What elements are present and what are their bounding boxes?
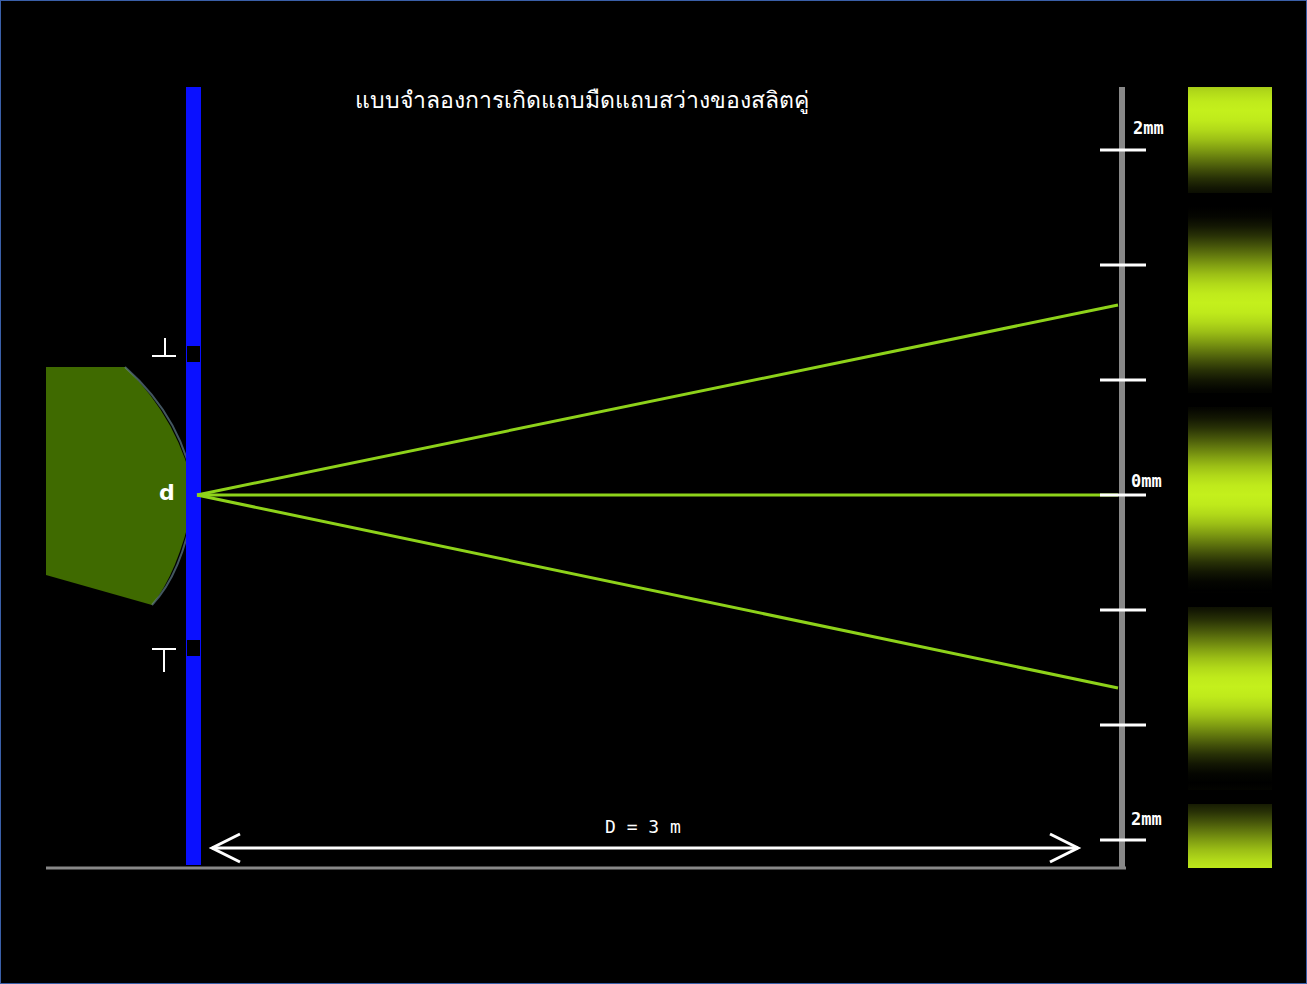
rays xyxy=(197,305,1118,688)
fringe-gaps xyxy=(1188,193,1272,804)
scale-label: 2mm xyxy=(1131,119,1166,138)
slit xyxy=(187,640,200,656)
distance-arrow xyxy=(212,834,1078,862)
baseline xyxy=(46,867,1126,870)
slit xyxy=(187,346,200,362)
scale-label: 2mm xyxy=(1129,810,1164,829)
scale-label: 0mm xyxy=(1129,472,1164,491)
slit-separation-label: d xyxy=(157,481,177,505)
title: แบบจำลองการเกิดแถบมืดแถบสว่างของสลิตคู่ xyxy=(355,88,809,113)
wavefront-edge xyxy=(125,367,195,605)
slit-marker xyxy=(152,649,176,672)
screen xyxy=(1119,87,1125,868)
slit-marker xyxy=(152,338,176,356)
scale-ticks xyxy=(1100,150,1146,840)
wavefront xyxy=(46,367,195,605)
fringe-pattern xyxy=(1188,87,1272,868)
distance-label: D = 3 m xyxy=(603,817,683,837)
slit-barrier xyxy=(186,87,201,865)
